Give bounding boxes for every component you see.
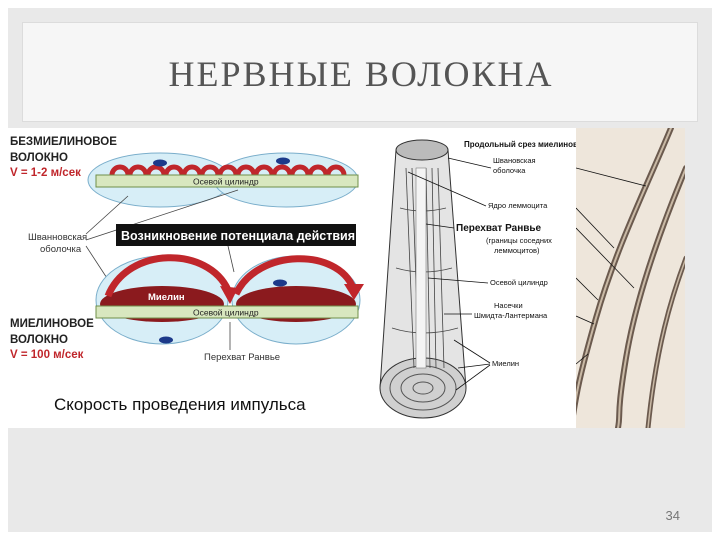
myelinated-speed: V = 100 м/сек <box>10 349 84 361</box>
myelinated-label-1: МИЕЛИНОВОЕ <box>10 318 94 330</box>
banner-pointer <box>227 245 235 273</box>
axon-core <box>415 167 427 369</box>
title-band: НЕРВНЫЕ ВОЛОКНА <box>22 22 698 122</box>
schwann-pointer-1 <box>85 195 129 235</box>
local-current-arcs <box>109 164 347 176</box>
schwann-label-1: Шванновская <box>28 232 87 243</box>
micrograph-pointers <box>576 167 647 365</box>
saltatory-arrow-2 <box>232 255 357 296</box>
saltatory-arrowhead-1 <box>220 286 238 304</box>
action-potential-text: Возникновение потенциала действия <box>121 229 355 243</box>
nerve-fibers-micrograph <box>576 128 685 428</box>
axon-top <box>95 174 359 188</box>
pointer-myelin-3 <box>455 364 491 391</box>
pointer-myelin-2 <box>457 363 491 369</box>
label-lemmocyte-nucleus: Ядро леммоцита <box>488 201 548 210</box>
label-axon: Осевой цилиндр <box>490 278 548 287</box>
unmyelinated-label-1: БЕЗМИЕЛИНОВОЕ <box>10 136 117 148</box>
axon-label-top: Осевой цилиндр <box>193 177 259 187</box>
saltatory-arrowhead-2 <box>344 284 364 300</box>
micrograph-image <box>576 128 685 428</box>
pointer-lemmocyte <box>407 171 487 207</box>
label-myelin: Миелин <box>492 359 519 368</box>
slide-title: НЕРВНЫЕ ВОЛОКНА <box>168 54 554 94</box>
figure-panel: БЕЗМИЕЛИНОВОЕ ВОЛОКНО V = 1-2 м/сек Осев… <box>8 128 685 428</box>
label-incisures-2: Шмидта-Лантермана <box>474 311 548 320</box>
cylinder-bottom-ring-2 <box>400 373 446 403</box>
nucleus-mid-1 <box>273 279 287 287</box>
longitudinal-section-diagram: Продольный срез миелинового нервного вол… <box>379 139 576 419</box>
axon-bottom <box>95 305 359 319</box>
label-schwann-1: Шванoвская <box>493 156 536 165</box>
nucleus-top-1 <box>153 159 167 167</box>
unmyelinated-speed: V = 1-2 м/сек <box>10 167 81 179</box>
label-node-title: Перехват Ранвье <box>456 223 542 234</box>
cylinder-top <box>395 139 449 161</box>
pointer-schwann <box>447 157 492 169</box>
pointer-axon <box>427 277 489 284</box>
label-incisures-1: Насечки <box>494 301 523 310</box>
nucleus-top-2 <box>276 157 290 165</box>
section-heading: Продольный срез миелинового нервного вол… <box>464 140 576 149</box>
label-node-note-2: леммоцитов) <box>494 246 540 255</box>
myelinated-label-2: ВОЛОКНО <box>10 334 68 346</box>
schwann-label-2: оболочка <box>40 244 82 255</box>
node-label: Перехват Ранвье <box>204 352 280 363</box>
label-schwann-2: оболочка <box>493 166 526 175</box>
axon-label-bottom: Осевой цилиндр <box>193 308 259 318</box>
conduction-diagram: БЕЗМИЕЛИНОВОЕ ВОЛОКНО V = 1-2 м/сек Осев… <box>10 136 364 414</box>
schwann-pointer-2 <box>85 189 239 241</box>
speed-caption: Скорость проведения импульса <box>54 395 306 414</box>
page-number: 34 <box>665 508 680 523</box>
cylinder-bottom-ring-3 <box>412 381 434 395</box>
label-node-note-1: (границы соседних <box>486 236 552 245</box>
pointer-myelin-1 <box>453 339 491 364</box>
action-potential-banner <box>116 224 356 246</box>
pointer-node <box>425 223 455 229</box>
nucleus-mid-2 <box>159 336 173 344</box>
myelin-label: Миелин <box>148 292 185 303</box>
saltatory-arrow-1 <box>104 254 232 298</box>
unmyelinated-label-2: ВОЛОКНО <box>10 152 68 164</box>
